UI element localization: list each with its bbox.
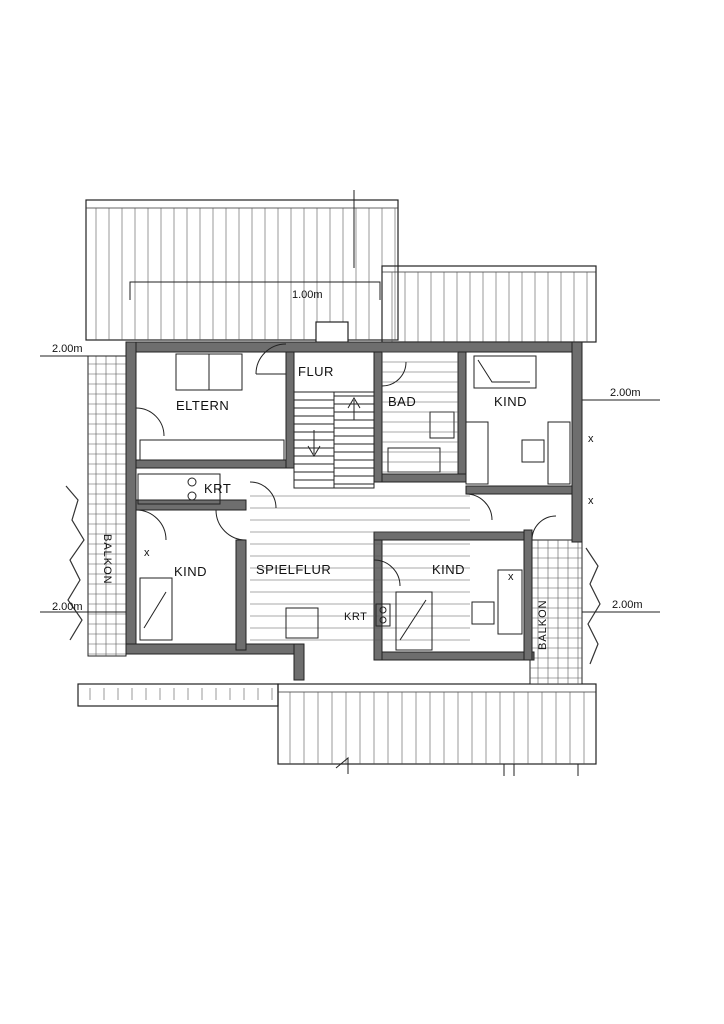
- room-label-flur: FLUR: [298, 364, 334, 379]
- svg-text:x: x: [508, 571, 514, 583]
- room-label-krt-center: KRT: [344, 611, 367, 623]
- room-label-kind-left: KIND: [174, 564, 207, 579]
- roof-upper-left: [85, 199, 399, 341]
- balcony-left: [65, 355, 127, 657]
- room-label-spielflur: SPIELFLUR: [256, 562, 331, 577]
- svg-text:x: x: [588, 495, 594, 507]
- dimension-left-lower: 2.00m: [52, 601, 83, 613]
- section-marker: [335, 756, 579, 776]
- walls: [125, 341, 583, 681]
- staircase: [293, 391, 375, 489]
- room-label-kind-bottom-right: KIND: [432, 562, 465, 577]
- room-label-eltern: ELTERN: [176, 398, 229, 413]
- window-marks: x x x x: [144, 433, 594, 583]
- furniture: [137, 351, 571, 651]
- svg-text:x: x: [144, 547, 150, 559]
- dimension-top-ridge: 1.00m: [292, 289, 323, 301]
- dimension-lines: [40, 190, 660, 613]
- room-label-kind-top-right: KIND: [494, 394, 527, 409]
- room-label-krt-left: KRT: [204, 481, 231, 496]
- svg-text:x: x: [588, 433, 594, 445]
- room-label-bad: BAD: [388, 394, 416, 409]
- doors: [135, 343, 557, 587]
- balcony-right: [529, 539, 601, 685]
- room-label-balkon-right: BALKON: [537, 599, 549, 650]
- roof-upper-right: [381, 265, 597, 343]
- dimension-left-upper: 2.00m: [52, 343, 83, 355]
- spielflur-floor: [250, 495, 470, 641]
- dimension-right-lower: 2.00m: [612, 599, 643, 611]
- dimension-right-upper: 2.00m: [610, 387, 641, 399]
- room-label-balkon-left: BALKON: [101, 534, 113, 585]
- roof-bottom: [77, 683, 597, 765]
